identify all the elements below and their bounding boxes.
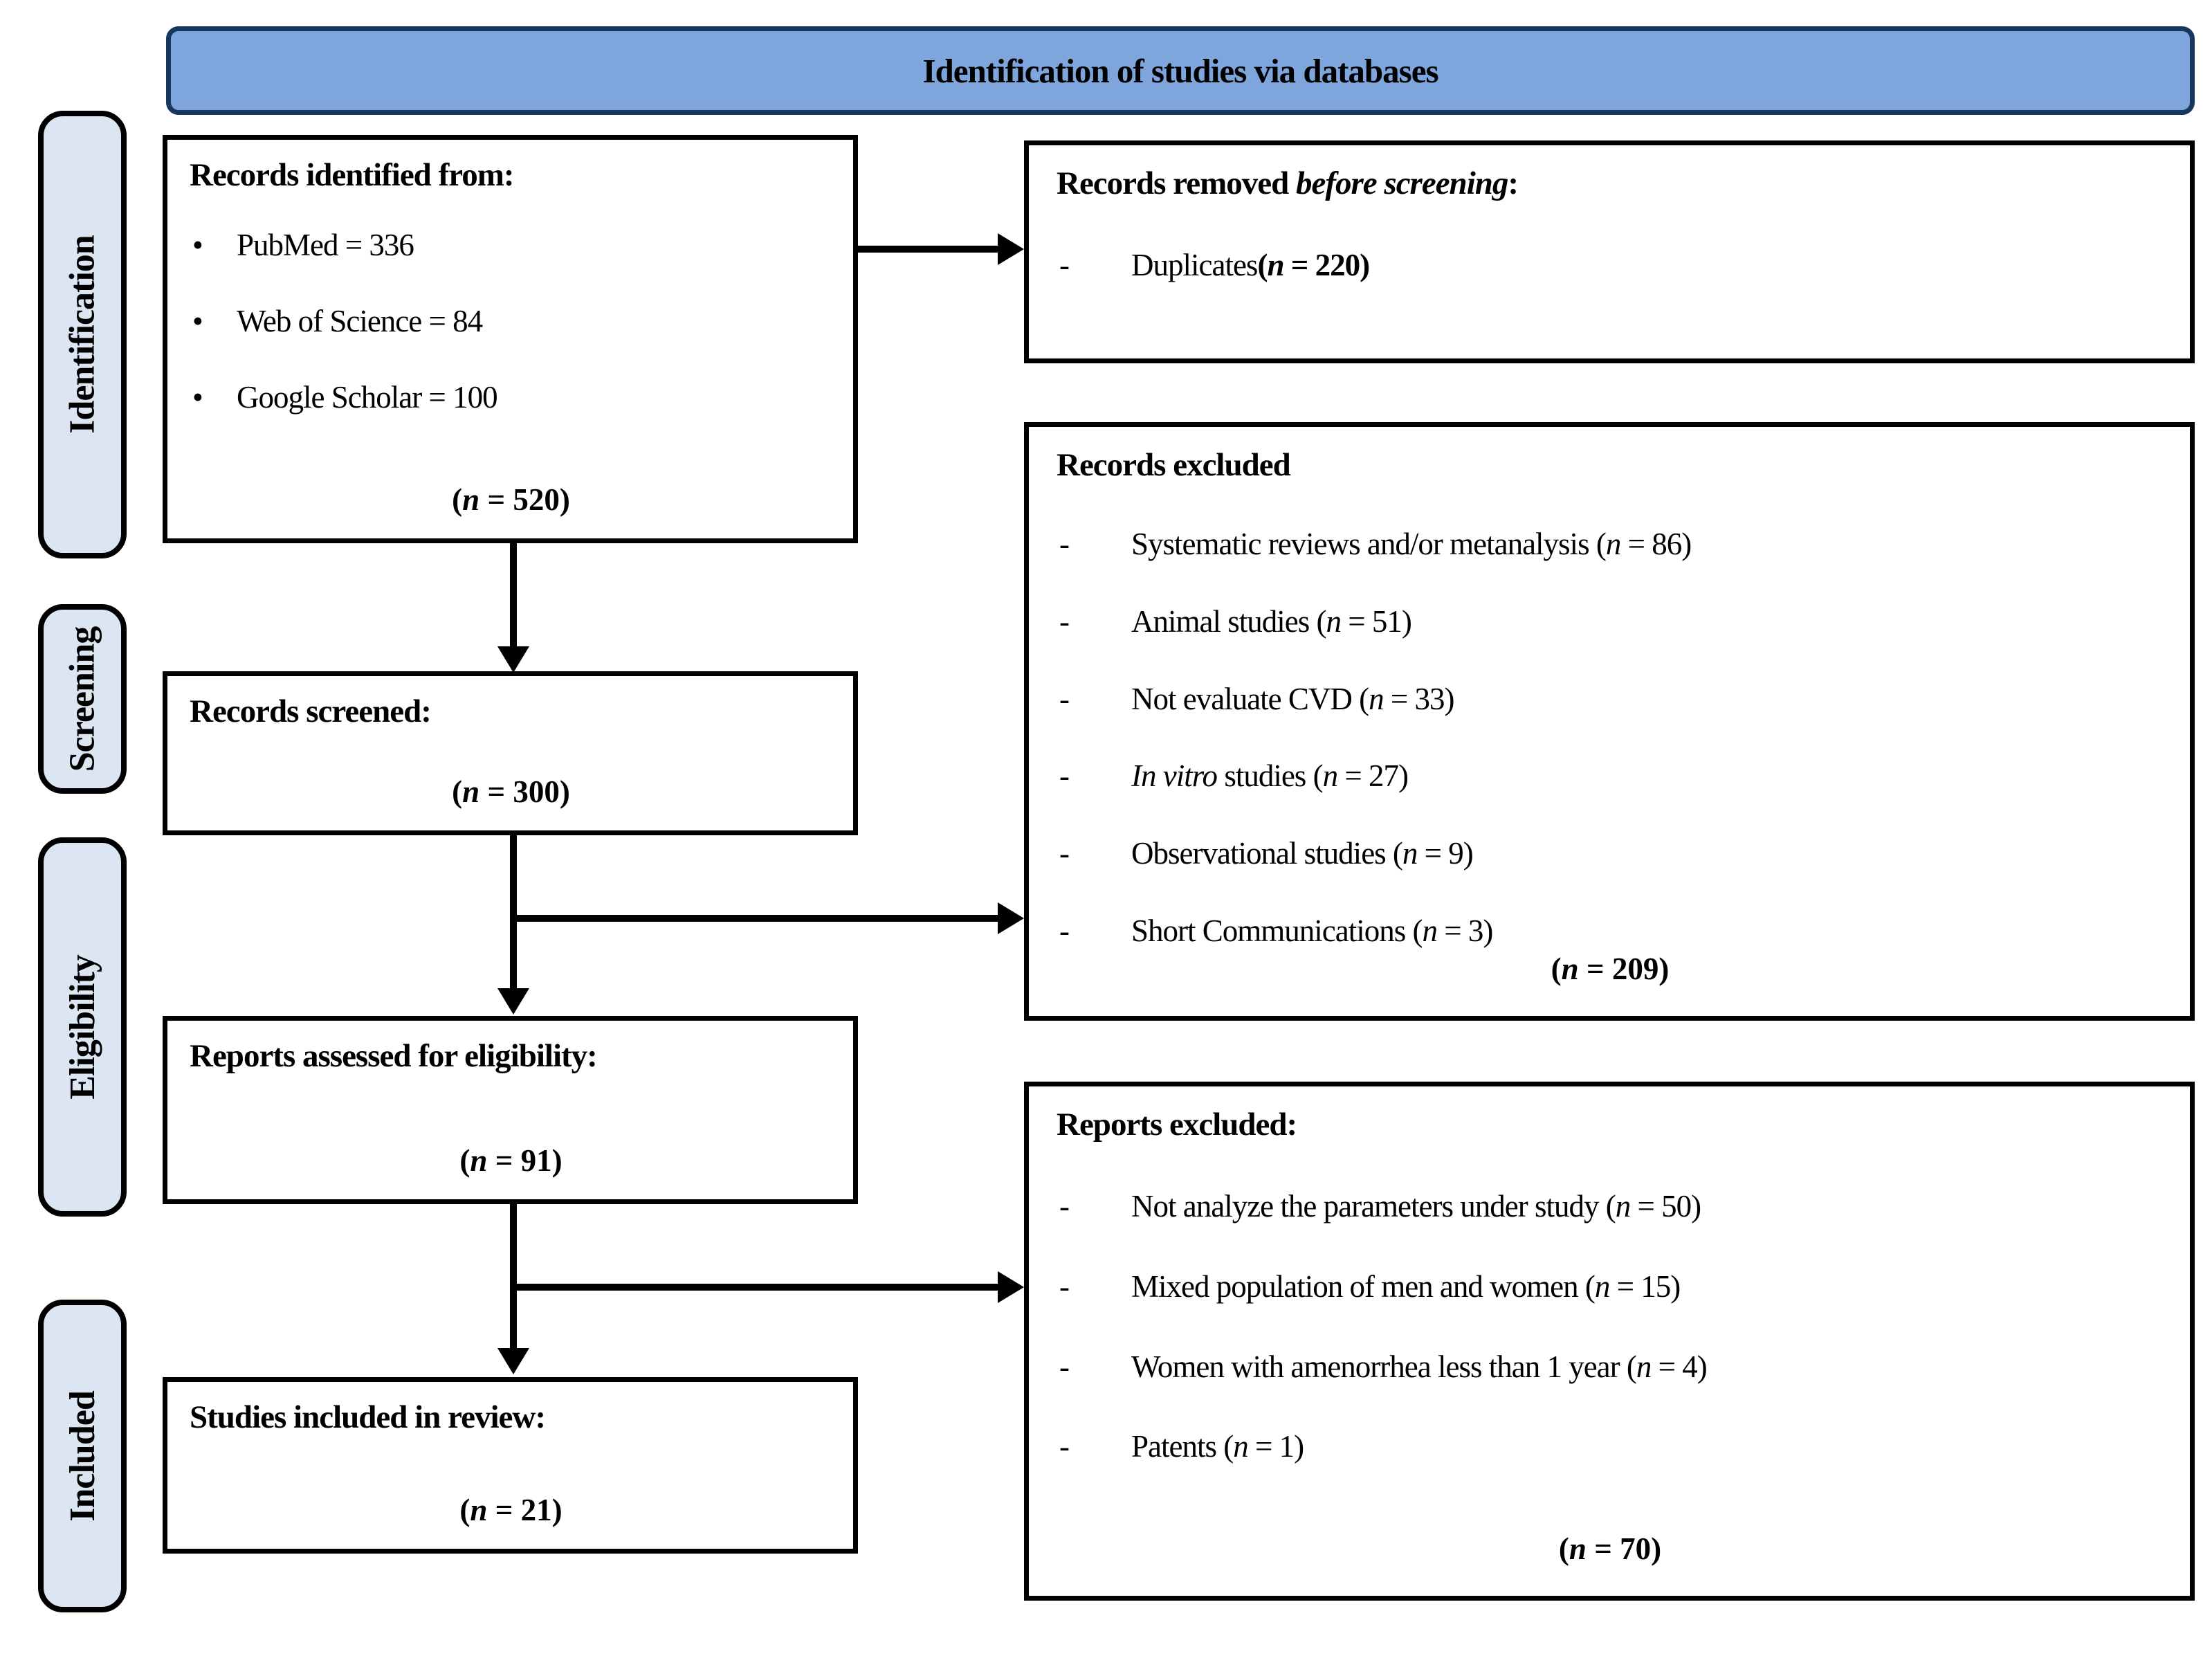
box-count: (n = 91) xyxy=(459,1143,563,1178)
box-title: Records screened: xyxy=(190,693,432,729)
list-item: - Duplicates (n = 220) xyxy=(1057,248,2164,284)
dash-icon: - xyxy=(1059,836,1070,871)
list-item: - Animal studies (n = 51) xyxy=(1057,604,2164,640)
list-item: - Observational studies (n = 9) xyxy=(1057,836,2164,872)
arrow-screened-to-assessed-line xyxy=(510,835,517,991)
item-text: Not evaluate CVD (n = 33) xyxy=(1131,681,1455,716)
box-count: (n = 300) xyxy=(452,774,570,809)
bullet-icon: • xyxy=(192,304,203,339)
box-studies-included: Studies included in review: (n = 21) xyxy=(163,1377,858,1554)
arrow-identified-to-screened-head xyxy=(497,646,529,673)
item-list: - Systematic reviews and/or metanalysis … xyxy=(1057,527,2164,949)
arrow-screened-to-excluded-line xyxy=(510,915,998,922)
item-text: Short Communications (n = 3) xyxy=(1131,913,1493,948)
stage-label-text: Included xyxy=(62,1390,102,1522)
dash-icon: - xyxy=(1059,681,1070,716)
stage-label-identification: Identification xyxy=(38,111,127,558)
box-records-identified: Records identified from: • PubMed = 336 … xyxy=(163,135,858,543)
title-italic: before screening xyxy=(1295,165,1508,201)
list-item: - Not analyze the parameters under study… xyxy=(1057,1189,2164,1225)
item-text: Not analyze the parameters under study (… xyxy=(1131,1189,1701,1224)
item-text: Patents (n = 1) xyxy=(1131,1429,1304,1464)
list-item: - Short Communications (n = 3) xyxy=(1057,913,2164,949)
bullet-text: Google Scholar = 100 xyxy=(237,380,498,415)
bullet-text: PubMed = 336 xyxy=(237,228,414,263)
item-text: In vitro studies (n = 27) xyxy=(1131,758,1409,794)
arrow-screened-to-assessed-head xyxy=(497,988,529,1014)
bullet-text: Web of Science = 84 xyxy=(237,304,483,339)
arrow-assessed-to-included-head xyxy=(497,1348,529,1374)
item-text: Duplicates xyxy=(1131,248,1258,283)
title-suffix: : xyxy=(1508,165,1519,201)
box-title: Studies included in review: xyxy=(190,1399,546,1435)
item-text: Observational studies (n = 9) xyxy=(1131,836,1474,871)
diagram-header-bar: Identification of studies via databases xyxy=(166,26,2195,115)
item-list: - Not analyze the parameters under study… xyxy=(1057,1189,2164,1465)
dash-icon: - xyxy=(1059,603,1070,639)
list-item: - Systematic reviews and/or metanalysis … xyxy=(1057,527,2164,563)
box-records-excluded: Records excluded - Systematic reviews an… xyxy=(1024,422,2195,1021)
box-title: Records removed before screening: xyxy=(1057,165,2164,202)
box-title: Records excluded xyxy=(1057,447,1291,483)
box-reports-excluded: Reports excluded: - Not analyze the para… xyxy=(1024,1082,2195,1601)
stage-label-text: Identification xyxy=(62,235,102,434)
box-total-count: (n = 209) xyxy=(1551,952,1670,986)
box-reports-assessed: Reports assessed for eligibility: (n = 9… xyxy=(163,1016,858,1204)
dash-icon: - xyxy=(1059,1189,1070,1224)
arrow-identified-to-screened-line xyxy=(510,543,517,649)
dash-icon: - xyxy=(1059,527,1070,562)
item-count: (n = 220) xyxy=(1257,248,1370,283)
stage-label-text: Eligibility xyxy=(62,954,102,1100)
list-item: - Mixed population of men and women (n =… xyxy=(1057,1269,2164,1305)
list-item: - Patents (n = 1) xyxy=(1057,1429,2164,1465)
list-item: • PubMed = 336 xyxy=(192,227,832,263)
stage-label-included: Included xyxy=(38,1300,127,1612)
dash-icon: - xyxy=(1059,758,1070,794)
box-title: Records identified from: xyxy=(190,157,515,193)
title-regular: Records removed xyxy=(1057,165,1296,201)
box-count: (n = 520) xyxy=(452,482,570,517)
box-title: Reports excluded: xyxy=(1057,1107,1297,1143)
box-total-count: (n = 70) xyxy=(1558,1531,1662,1566)
list-item: - Not evaluate CVD (n = 33) xyxy=(1057,682,2164,718)
dash-icon: - xyxy=(1059,913,1070,948)
diagram-title: Identification of studies via databases xyxy=(922,51,1438,90)
arrow-assessed-to-included-line xyxy=(510,1204,517,1351)
arrow-screened-to-excluded-head xyxy=(998,902,1024,934)
item-text: Animal studies (n = 51) xyxy=(1131,603,1412,639)
stage-label-screening: Screening xyxy=(38,604,127,794)
list-item: • Web of Science = 84 xyxy=(192,303,832,339)
bullet-list: • PubMed = 336 • Web of Science = 84 • G… xyxy=(192,227,832,415)
arrow-assessed-to-reports-excluded-head xyxy=(998,1271,1024,1303)
box-records-removed: Records removed before screening: - Dupl… xyxy=(1024,140,2195,363)
stage-label-eligibility: Eligibility xyxy=(38,837,127,1217)
bullet-icon: • xyxy=(192,380,203,415)
item-italic-prefix: In vitro xyxy=(1131,758,1218,794)
box-title: Reports assessed for eligibility: xyxy=(190,1038,598,1074)
stage-label-text: Screening xyxy=(62,626,102,772)
item-text-rest: studies (n = 27) xyxy=(1217,758,1409,794)
bullet-icon: • xyxy=(192,228,203,263)
dash-icon: - xyxy=(1059,1429,1070,1464)
arrow-identified-to-removed-line xyxy=(858,246,1003,253)
list-item: - In vitro studies (n = 27) xyxy=(1057,758,2164,794)
dash-icon: - xyxy=(1059,1349,1070,1384)
item-list: - Duplicates (n = 220) xyxy=(1057,248,2164,284)
box-count: (n = 21) xyxy=(459,1493,563,1527)
item-text: Systematic reviews and/or metanalysis (n… xyxy=(1131,527,1692,562)
list-item: - Women with amenorrhea less than 1 year… xyxy=(1057,1349,2164,1385)
box-records-screened: Records screened: (n = 300) xyxy=(163,671,858,835)
dash-icon: - xyxy=(1059,248,1070,283)
dash-icon: - xyxy=(1059,1268,1070,1304)
item-text: Mixed population of men and women (n = 1… xyxy=(1131,1268,1681,1304)
item-text: Women with amenorrhea less than 1 year (… xyxy=(1131,1349,1708,1384)
list-item: • Google Scholar = 100 xyxy=(192,379,832,415)
arrow-identified-to-removed-head xyxy=(998,233,1024,265)
arrow-assessed-to-reports-excluded-line xyxy=(510,1284,998,1291)
